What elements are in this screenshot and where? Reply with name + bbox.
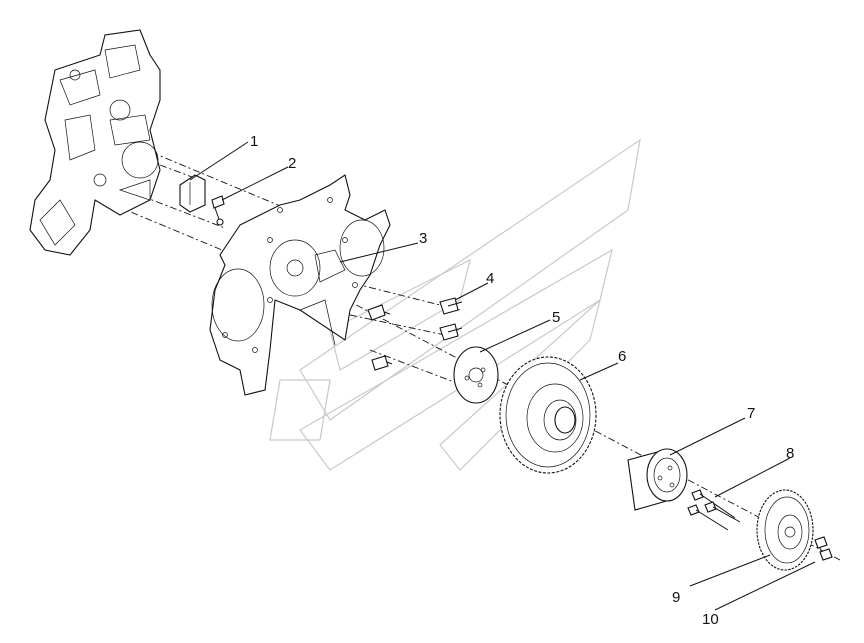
part-2-bolt	[211, 195, 225, 226]
callout-5: 5	[552, 309, 560, 326]
part-7-hub	[627, 448, 688, 511]
part-3-front-plate	[209, 174, 391, 396]
part-9-small-gear	[756, 489, 814, 571]
callout-6: 6	[618, 348, 626, 365]
part-4-bolts	[439, 297, 463, 341]
part-6-idler-gear	[499, 356, 597, 474]
callout-1: 1	[250, 133, 258, 150]
callout-leaders	[189, 141, 816, 611]
part-10-bolts	[814, 536, 833, 561]
part-1-bracket	[179, 174, 206, 213]
callout-7: 7	[747, 405, 755, 422]
callout-8: 8	[786, 445, 794, 462]
callout-2: 2	[288, 155, 296, 172]
part-5-washer	[453, 346, 499, 404]
callout-9: 9	[672, 589, 680, 606]
part-8-long-bolts	[687, 489, 741, 531]
callout-labels: 1 2 3 4 5 6 7 8 9 10	[250, 133, 794, 628]
callout-4: 4	[486, 270, 494, 287]
engine-front-housing	[29, 29, 161, 256]
callout-3: 3	[419, 230, 427, 247]
watermark-logo	[269, 138, 641, 471]
callout-10: 10	[702, 611, 719, 628]
plate-bolts	[367, 304, 393, 371]
